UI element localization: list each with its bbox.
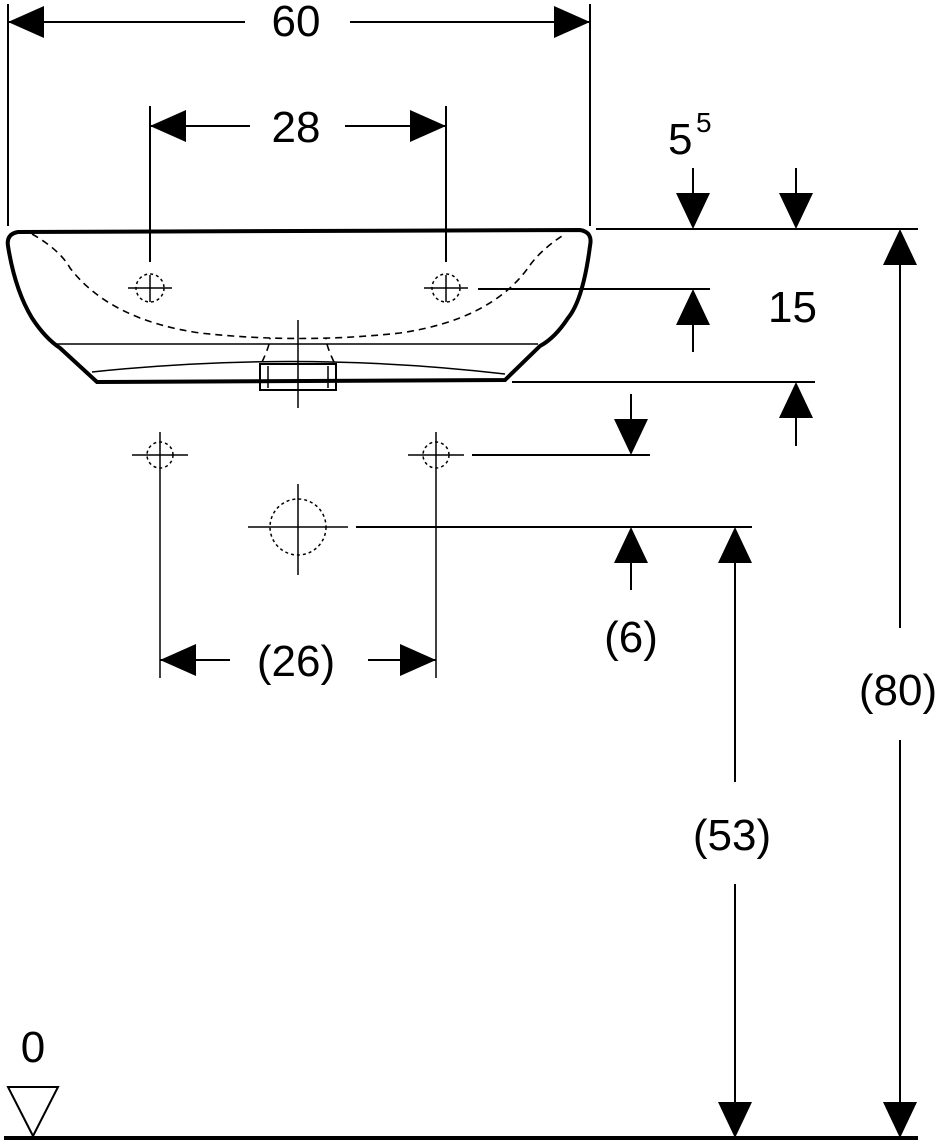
tap-hole-spacing-label: 28 (272, 103, 321, 152)
rim-height-label: (80) (859, 666, 937, 715)
floor-level-label: 0 (21, 1023, 45, 1072)
waste-height-label: (53) (693, 811, 771, 860)
supply-spacing-label: (26) (257, 637, 335, 686)
dimension-rim-thickness: 5 5 (596, 107, 918, 230)
level-triangle-icon (6, 1086, 60, 1139)
tap-hole-right (424, 273, 468, 303)
waste-point (248, 484, 348, 575)
basin-outline (5, 227, 593, 408)
tap-hole-left (128, 273, 172, 303)
floor-level: 0 (4, 1023, 918, 1140)
dimension-waste-offset: (6) (356, 394, 752, 662)
dimension-tap-hole-drop: 15 (478, 283, 817, 352)
dimension-waste-height: (53) (693, 527, 771, 1138)
supply-point-left (132, 432, 188, 678)
rim-thickness-label: 5 (668, 115, 692, 164)
dimension-supply-spacing: (26) (160, 637, 436, 686)
dimension-rim-height: (80) (859, 229, 937, 1138)
supply-point-right (408, 432, 464, 678)
basin-bottom-reference (512, 381, 815, 446)
waste-offset-label: (6) (604, 613, 658, 662)
dimension-overall-width: 60 (7, 0, 591, 226)
overall-width-label: 60 (272, 0, 321, 46)
rim-thickness-superscript: 5 (696, 107, 712, 138)
dimension-tap-hole-spacing: 28 (149, 103, 447, 262)
tap-hole-drop-label: 15 (768, 283, 817, 332)
